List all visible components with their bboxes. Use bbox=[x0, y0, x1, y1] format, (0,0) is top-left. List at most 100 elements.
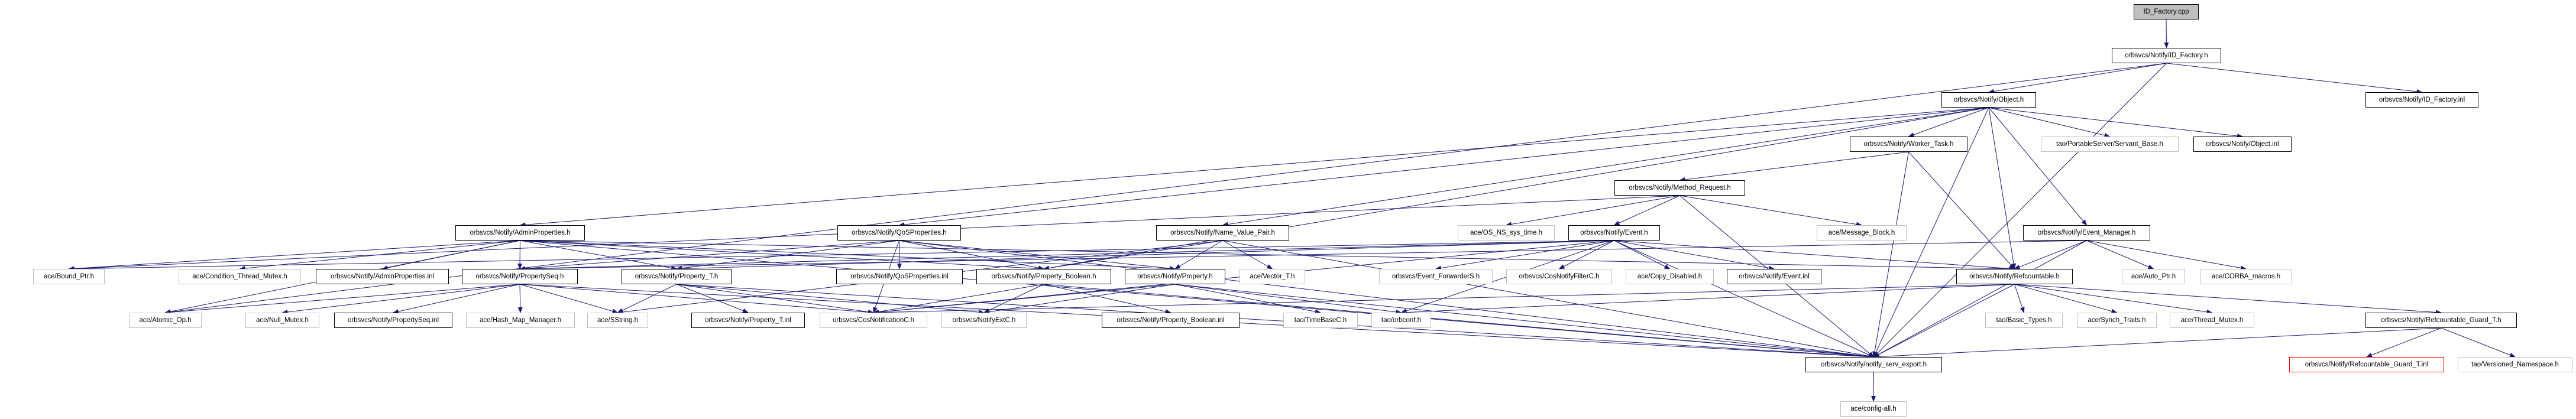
node-atomic-op-h: ace/Atomic_Op.h bbox=[129, 313, 202, 328]
edge-property-seq-h-to-cos-notification-c-h bbox=[519, 284, 874, 315]
edge-worker-task-h-to-refcountable-h bbox=[1908, 151, 2015, 269]
node-servant-base-h: tao/PortableServer/Servant_Base.h bbox=[2041, 137, 2179, 152]
edge-refcountable-h-to-notify-serv-export-h bbox=[1873, 284, 2015, 358]
edge-method-request-h-to-event-h bbox=[1613, 195, 1680, 226]
node-label: orbsvcs/Notify/Worker_Task.h bbox=[1863, 141, 1954, 148]
node-method-request-h[interactable]: orbsvcs/Notify/Method_Request.h bbox=[1614, 180, 1745, 196]
node-orbconf-h: tao/orbconf.h bbox=[1371, 313, 1431, 328]
node-id-factory-h[interactable]: orbsvcs/Notify/ID_Factory.h bbox=[2112, 48, 2221, 63]
node-label: orbsvcs/Notify/AdminProperties.inl bbox=[330, 273, 435, 280]
edge-property-h-to-orbconf-h bbox=[1174, 284, 1402, 314]
edge-qos-properties-h-to-property-seq-h bbox=[519, 240, 899, 271]
node-event-manager-h[interactable]: orbsvcs/Notify/Event_Manager.h bbox=[2023, 225, 2150, 241]
node-refcountable-guard-t-h[interactable]: orbsvcs/Notify/Refcountable_Guard_T.h bbox=[2365, 313, 2517, 328]
edge-admin-properties-h-to-bound-ptr-h bbox=[68, 240, 520, 271]
node-object-h[interactable]: orbsvcs/Notify/Object.h bbox=[1941, 92, 2036, 108]
edge-event-manager-h-to-auto-ptr-h bbox=[2086, 240, 2154, 269]
node-label: orbsvcs/Notify/Refcountable_Guard_T.h bbox=[2381, 317, 2501, 324]
node-notify-serv-export-h[interactable]: orbsvcs/Notify/notify_serv_export.h bbox=[1805, 357, 1942, 372]
node-property-t-inl[interactable]: orbsvcs/Notify/Property_T.inl bbox=[691, 313, 805, 328]
node-label: ace/Hash_Map_Manager.h bbox=[479, 317, 562, 324]
node-hash-map-manager-h: ace/Hash_Map_Manager.h bbox=[466, 313, 575, 328]
node-event-h[interactable]: orbsvcs/Notify/Event.h bbox=[1568, 225, 1660, 241]
node-property-boolean-h[interactable]: orbsvcs/Notify/Property_Boolean.h bbox=[976, 269, 1111, 284]
node-event-inl[interactable]: orbsvcs/Notify/Event.inl bbox=[1727, 269, 1821, 284]
node-label: orbsvcs/Notify/ID_Factory.h bbox=[2125, 52, 2208, 59]
node-label: orbsvcs/Event_ForwarderS.h bbox=[1391, 273, 1480, 280]
node-label: orbsvcs/Notify/Property.h bbox=[1137, 273, 1213, 280]
node-corba-macros-h: ace/CORBA_macros.h bbox=[2200, 269, 2292, 284]
edge-name-value-pair-h-to-notify-serv-export-h bbox=[1222, 240, 1875, 359]
edge-refcountable-h-to-thread-mutex-h bbox=[2014, 284, 2213, 314]
edge-object-h-to-admin-properties-h bbox=[519, 107, 1989, 228]
edge-refcountable-h-to-cos-notification-c-h bbox=[873, 284, 2015, 315]
edge-name-value-pair-h-to-vector-t-h bbox=[1222, 240, 1273, 269]
node-label: orbsvcs/Notify/Event.inl bbox=[1739, 273, 1810, 280]
node-label: orbsvcs/Notify/AdminProperties.h bbox=[470, 229, 571, 236]
node-basic-types-h: tao/Basic_Types.h bbox=[1985, 313, 2063, 328]
node-label: orbsvcs/Notify/Name_Value_Pair.h bbox=[1170, 229, 1275, 236]
node-auto-ptr-h: ace/Auto_Ptr.h bbox=[2122, 269, 2185, 284]
edge-qos-properties-h-to-qos-properties-inl bbox=[897, 240, 902, 269]
node-worker-task-h[interactable]: orbsvcs/Notify/Worker_Task.h bbox=[1850, 137, 1967, 152]
node-name-value-pair-h[interactable]: orbsvcs/Notify/Name_Value_Pair.h bbox=[1156, 225, 1289, 241]
node-label: ace/config-all.h bbox=[1850, 405, 1897, 412]
edge-admin-properties-h-to-refcountable-h bbox=[520, 240, 2015, 271]
edge-property-seq-h-to-property-seq-inl bbox=[393, 284, 520, 314]
edge-qos-properties-h-to-property-t-h bbox=[676, 240, 899, 271]
edge-refcountable-h-to-orbconf-h bbox=[1400, 284, 2015, 315]
node-refcountable-h[interactable]: orbsvcs/Notify/Refcountable.h bbox=[1956, 269, 2073, 284]
edge-id-factory-h-to-id-factory-inl bbox=[2166, 63, 2423, 94]
edge-property-boolean-h-to-notify-ext-c-h bbox=[983, 284, 1044, 313]
node-label: ace/Synch_Traits.h bbox=[2088, 317, 2146, 324]
node-qos-properties-inl[interactable]: orbsvcs/Notify/QoSProperties.inl bbox=[836, 269, 963, 284]
node-message-block-h: ace/Message_Block.h bbox=[1817, 225, 1907, 241]
node-label: ace/Null_Mutex.h bbox=[256, 317, 309, 324]
node-id-factory-cpp[interactable]: ID_Factory.cpp bbox=[2134, 4, 2199, 20]
node-property-seq-inl[interactable]: orbsvcs/Notify/PropertySeq.inl bbox=[334, 313, 452, 328]
edge-id-factory-h-to-object-h bbox=[1988, 63, 2167, 94]
edge-property-seq-h-to-atomic-op-h bbox=[164, 284, 520, 315]
node-refcountable-guard-t-inl[interactable]: orbsvcs/Notify/Refcountable_Guard_T.inl bbox=[2289, 357, 2444, 372]
node-label: ace/Bound_Ptr.h bbox=[43, 273, 95, 280]
node-property-seq-h[interactable]: orbsvcs/Notify/PropertySeq.h bbox=[462, 269, 578, 284]
node-id-factory-inl[interactable]: orbsvcs/Notify/ID_Factory.inl bbox=[2365, 92, 2478, 108]
node-admin-properties-h[interactable]: orbsvcs/Notify/AdminProperties.h bbox=[455, 225, 585, 241]
edge-event-h-to-notify-serv-export-h bbox=[1614, 240, 1875, 358]
node-vector-t-h: ace/Vector_T.h bbox=[1240, 269, 1305, 284]
node-os-ns-sys-time-h: ace/OS_NS_sys_time.h bbox=[1458, 225, 1555, 241]
node-object-inl[interactable]: orbsvcs/Notify/Object.inl bbox=[2193, 137, 2292, 152]
node-label: orbsvcs/Notify/QoSProperties.inl bbox=[850, 273, 949, 280]
edge-property-t-h-to-cos-notification-c-h bbox=[676, 284, 874, 314]
node-property-boolean-inl[interactable]: orbsvcs/Notify/Property_Boolean.inl bbox=[1102, 313, 1240, 328]
edge-refcountable-h-to-synch-traits-h bbox=[2014, 284, 2118, 314]
node-label: orbsvcs/NotifyExtC.h bbox=[952, 317, 1016, 324]
node-label: orbsvcs/Notify/Event_Manager.h bbox=[2037, 229, 2136, 236]
node-property-h[interactable]: orbsvcs/Notify/Property.h bbox=[1125, 269, 1225, 284]
edge-event-manager-h-to-notify-serv-export-h bbox=[1873, 240, 2087, 358]
node-label: orbsvcs/Notify/Property_Boolean.inl bbox=[1117, 317, 1225, 324]
node-label: orbsvcs/CosNotifyFilterC.h bbox=[1519, 273, 1600, 280]
node-admin-properties-inl[interactable]: orbsvcs/Notify/AdminProperties.inl bbox=[316, 269, 449, 284]
edge-admin-properties-h-to-condition-thread-mutex-h bbox=[239, 240, 520, 271]
edge-object-h-to-worker-task-h bbox=[1908, 107, 1989, 137]
node-label: orbsvcs/CosNotificationC.h bbox=[832, 317, 915, 324]
node-thread-mutex-h: ace/Thread_Mutex.h bbox=[2170, 313, 2254, 328]
node-label: orbsvcs/Notify/Method_Request.h bbox=[1629, 184, 1731, 191]
edge-event-h-to-refcountable-h bbox=[1614, 240, 2015, 271]
node-sstring-h: ace/SString.h bbox=[587, 313, 648, 328]
node-label: orbsvcs/Notify/Event.h bbox=[1580, 229, 1648, 236]
node-qos-properties-h[interactable]: orbsvcs/Notify/QoSProperties.h bbox=[837, 225, 961, 241]
node-label: orbsvcs/Notify/ID_Factory.inl bbox=[2378, 96, 2465, 103]
node-label: tao/PortableServer/Servant_Base.h bbox=[2056, 141, 2163, 148]
edge-refcountable-guard-t-h-to-versioned-namespace-h bbox=[2441, 327, 2516, 358]
edge-method-request-h-to-os-ns-sys-time-h bbox=[1506, 195, 1680, 227]
edge-property-boolean-h-to-notify-serv-export-h bbox=[1043, 284, 1875, 359]
node-bound-ptr-h: ace/Bound_Ptr.h bbox=[33, 269, 105, 284]
node-label: ace/Message_Block.h bbox=[1828, 229, 1895, 236]
node-label: orbsvcs/Notify/Property_Boolean.h bbox=[991, 273, 1096, 280]
node-property-t-h[interactable]: orbsvcs/Notify/Property_T.h bbox=[622, 269, 732, 284]
edge-qos-properties-h-to-property-boolean-h bbox=[899, 240, 1044, 271]
edge-worker-task-h-to-notify-serv-export-h bbox=[1872, 151, 1909, 358]
